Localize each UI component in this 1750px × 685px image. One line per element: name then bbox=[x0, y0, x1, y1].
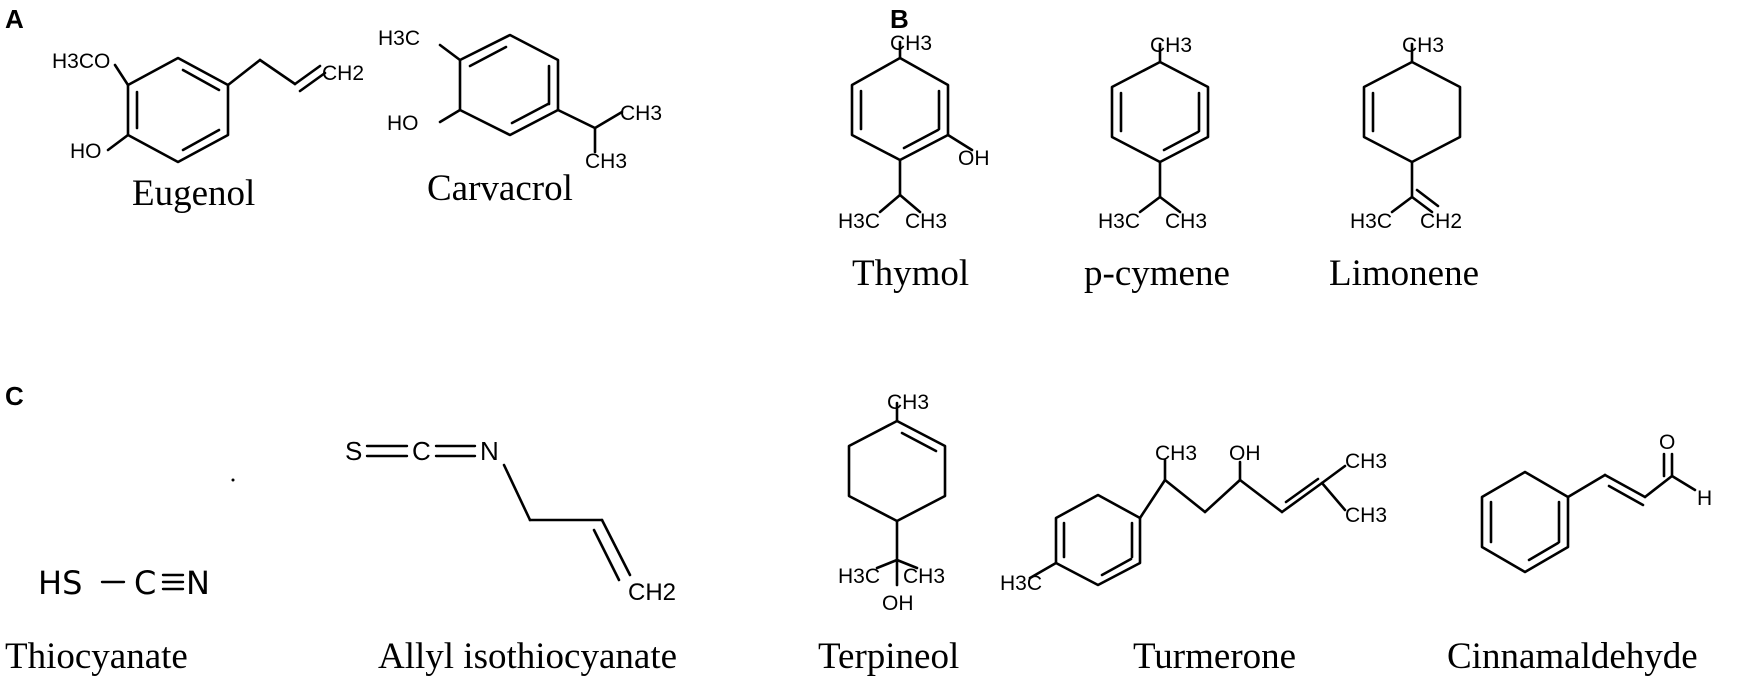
carvacrol-methyl-label: H3C bbox=[378, 27, 420, 50]
allyl-isothiocyanate-skeleton bbox=[365, 444, 632, 582]
p-cymene-name: p-cymene bbox=[1084, 253, 1230, 294]
carvacrol-skeleton bbox=[438, 33, 624, 154]
turmerone-methyl-bottom-label: CH3 bbox=[1345, 504, 1387, 527]
molecule-turmerone: CH3 OH CH3 CH3 H3C Turmerone bbox=[1000, 442, 1387, 677]
molecule-cinnamaldehyde: O H Cinnamaldehyde bbox=[1447, 431, 1712, 677]
molecule-p-cymene: CH3 H3C CH3 p-cymene bbox=[1084, 34, 1230, 294]
thymol-isopropyl-right-label: CH3 bbox=[905, 210, 947, 233]
panel-label-b: B bbox=[890, 4, 909, 34]
carvacrol-name: Carvacrol bbox=[427, 168, 573, 209]
turmerone-hydroxyl-label: OH bbox=[1229, 442, 1261, 465]
terpineol-methyl-left-label: H3C bbox=[838, 565, 880, 588]
thymol-isopropyl-left-label: H3C bbox=[838, 210, 880, 233]
turmerone-methyl-label: CH3 bbox=[1155, 442, 1197, 465]
carvacrol-isopropyl-methyl-label-2: CH3 bbox=[585, 150, 627, 173]
thymol-skeleton bbox=[850, 40, 974, 214]
carvacrol-hydroxyl-label: HO bbox=[387, 112, 419, 135]
allyl-isothiocyanate-n-label: N bbox=[480, 436, 499, 466]
allyl-isothiocyanate-c-label: C bbox=[412, 436, 431, 466]
turmerone-aryl-methyl-label: H3C bbox=[1000, 572, 1042, 595]
molecule-allyl-isothiocyanate: S C N CH2 Allyl isothiocyanate bbox=[345, 436, 677, 677]
molecule-eugenol: H3CO HO CH2 Eugenol bbox=[52, 50, 364, 214]
molecule-terpineol: CH3 H3C CH3 OH Terpineol bbox=[818, 391, 959, 677]
eugenol-methoxy-label: H3CO bbox=[52, 50, 110, 73]
p-cymene-isopropyl-left-label: H3C bbox=[1098, 210, 1140, 233]
molecule-thymol: CH3 OH H3C CH3 Thymol bbox=[838, 32, 990, 294]
turmerone-name: Turmerone bbox=[1133, 636, 1296, 677]
panel-label-a: A bbox=[5, 4, 24, 34]
cinnamaldehyde-hydrogen-label: H bbox=[1697, 487, 1712, 510]
turmerone-skeleton bbox=[1028, 458, 1347, 587]
allyl-isothiocyanate-s-label: S bbox=[345, 436, 362, 466]
p-cymene-skeleton bbox=[1110, 42, 1210, 214]
limonene-methyl-label: CH3 bbox=[1402, 34, 1444, 57]
thiocyanate-hs-label: HS bbox=[38, 564, 82, 602]
allyl-isothiocyanate-methylene-label: CH2 bbox=[628, 579, 676, 606]
terpineol-skeleton bbox=[847, 401, 947, 587]
stray-dot bbox=[231, 478, 235, 482]
terpineol-hydroxyl-label: OH bbox=[882, 592, 914, 615]
thymol-hydroxyl-label: OH bbox=[958, 147, 990, 170]
turmerone-methyl-top-label: CH3 bbox=[1345, 450, 1387, 473]
thiocyanate-skeleton bbox=[100, 573, 185, 591]
thiocyanate-n-label: N bbox=[186, 564, 210, 602]
allyl-isothiocyanate-name: Allyl isothiocyanate bbox=[378, 636, 677, 677]
p-cymene-isopropyl-right-label: CH3 bbox=[1165, 210, 1207, 233]
molecule-carvacrol: H3C HO CH3 CH3 Carvacrol bbox=[378, 27, 662, 209]
terpineol-methyl-right-label: CH3 bbox=[903, 565, 945, 588]
thiocyanate-name: Thiocyanate bbox=[5, 636, 188, 677]
limonene-methyl-left-label: H3C bbox=[1350, 210, 1392, 233]
limonene-skeleton bbox=[1362, 42, 1462, 214]
cinnamaldehyde-skeleton bbox=[1480, 452, 1697, 574]
carvacrol-isopropyl-methyl-label-1: CH3 bbox=[620, 102, 662, 125]
limonene-methylene-label: CH2 bbox=[1420, 210, 1462, 233]
eugenol-methylene-label: CH2 bbox=[322, 62, 364, 85]
thymol-name: Thymol bbox=[852, 253, 969, 294]
terpineol-methyl-label: CH3 bbox=[887, 391, 929, 414]
molecule-limonene: CH3 H3C CH2 Limonene bbox=[1329, 34, 1479, 294]
thiocyanate-c-label: C bbox=[134, 564, 156, 602]
cinnamaldehyde-name: Cinnamaldehyde bbox=[1447, 636, 1698, 677]
terpineol-name: Terpineol bbox=[818, 636, 959, 677]
limonene-name: Limonene bbox=[1329, 253, 1479, 294]
eugenol-name: Eugenol bbox=[132, 173, 255, 214]
panel-label-c: C bbox=[5, 381, 24, 411]
eugenol-hydroxyl-label: HO bbox=[70, 140, 102, 163]
thymol-methyl-label: CH3 bbox=[890, 32, 932, 55]
p-cymene-methyl-label: CH3 bbox=[1150, 34, 1192, 57]
eugenol-skeleton bbox=[106, 56, 327, 164]
cinnamaldehyde-oxygen-label: O bbox=[1659, 431, 1675, 454]
molecule-thiocyanate: HS C N Thiocyanate bbox=[5, 478, 235, 677]
